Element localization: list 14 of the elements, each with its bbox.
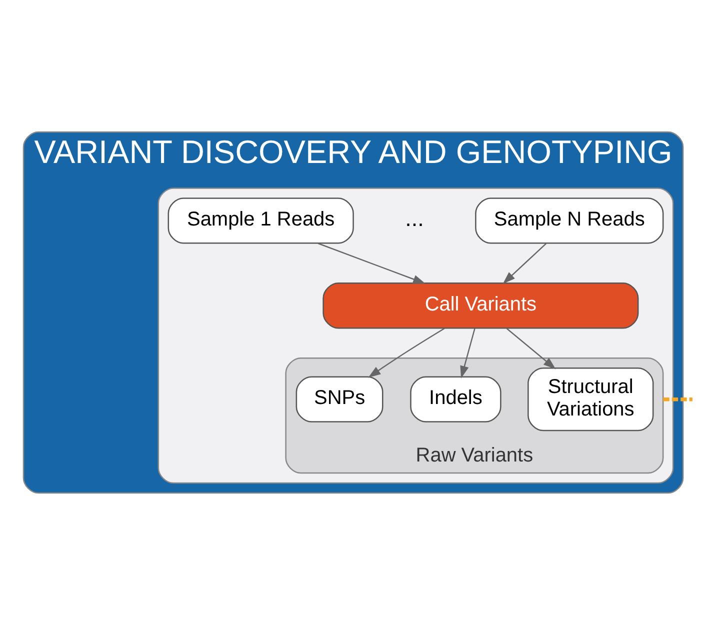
node-box: Call Variants <box>322 282 639 329</box>
connector <box>663 397 692 402</box>
node-box: Sample N Reads <box>475 198 664 244</box>
cluster <box>158 188 674 484</box>
arrow <box>318 242 426 284</box>
node-box: Sample 1 Reads <box>168 198 354 244</box>
node-box: SNPs <box>296 376 384 422</box>
arrow <box>460 328 476 378</box>
node-box: Indels <box>410 376 502 422</box>
arrow <box>368 328 445 378</box>
node-box: Structural Variations <box>528 367 654 432</box>
arrow <box>502 243 547 284</box>
label: ... <box>405 206 424 232</box>
arrow <box>506 328 556 370</box>
